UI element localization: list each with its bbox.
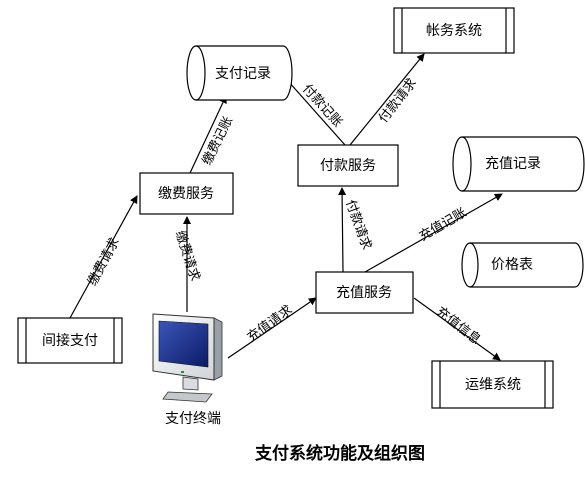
- payment-terminal-label: 支付终端: [165, 411, 221, 427]
- indirect-payment-label: 间接支付: [42, 332, 98, 349]
- label-payment-accounting: 付款记账: [299, 82, 345, 131]
- edge-payment-to-accounting: [349, 53, 425, 146]
- label-payment-request-top: 付款请求: [376, 76, 420, 126]
- price-table-label: 价格表: [491, 257, 533, 273]
- ops-system-label: 运维系统: [465, 377, 521, 393]
- edge-recharge-to-ops: [413, 297, 501, 361]
- recharge-records-label: 充值记录: [485, 156, 541, 172]
- label-fee-request-terminal: 缴费请求: [172, 229, 202, 283]
- label-fee-request-indirect: 缴费请求: [85, 236, 123, 289]
- payment-records-node: 支付记录: [186, 45, 293, 101]
- recharge-service-label: 充值服务: [336, 285, 392, 301]
- recharge-service-node: 充值服务: [315, 271, 414, 314]
- label-recharge-accounting: 充值记账: [416, 205, 469, 245]
- edge-recharge-to-records: [364, 193, 503, 273]
- label-payment-request-mid: 付款请求: [342, 198, 374, 252]
- fee-service-label: 缴费服务: [158, 186, 214, 202]
- indirect-payment-node: 间接支付: [17, 317, 123, 364]
- edges: [69, 53, 503, 361]
- payment-service-node: 付款服务: [297, 144, 399, 187]
- accounting-system-label: 帐务系统: [426, 23, 482, 39]
- payment-records-label: 支付记录: [215, 66, 271, 82]
- accounting-system-node: 帐务系统: [393, 7, 515, 54]
- label-recharge-request: 充值请求: [244, 302, 295, 346]
- ops-system-node: 运维系统: [431, 360, 554, 409]
- payment-service-label: 付款服务: [320, 158, 376, 174]
- edge-recharge-to-payment: [338, 187, 347, 273]
- edge-fee-to-records: [189, 95, 227, 174]
- label-recharge-info: 充值信息: [433, 303, 484, 348]
- fee-service-node: 缴费服务: [139, 172, 234, 215]
- edge-indirect-to-fee: [69, 195, 138, 319]
- recharge-records-node: 充值记录: [452, 136, 585, 192]
- payment-terminal-node: 支付终端: [152, 313, 223, 427]
- monitor-icon: [152, 313, 223, 403]
- edge-terminal-to-recharge: [227, 297, 317, 359]
- price-table-node: 价格表: [461, 242, 584, 288]
- diagram-title: 支付系统功能及组织图: [255, 443, 425, 464]
